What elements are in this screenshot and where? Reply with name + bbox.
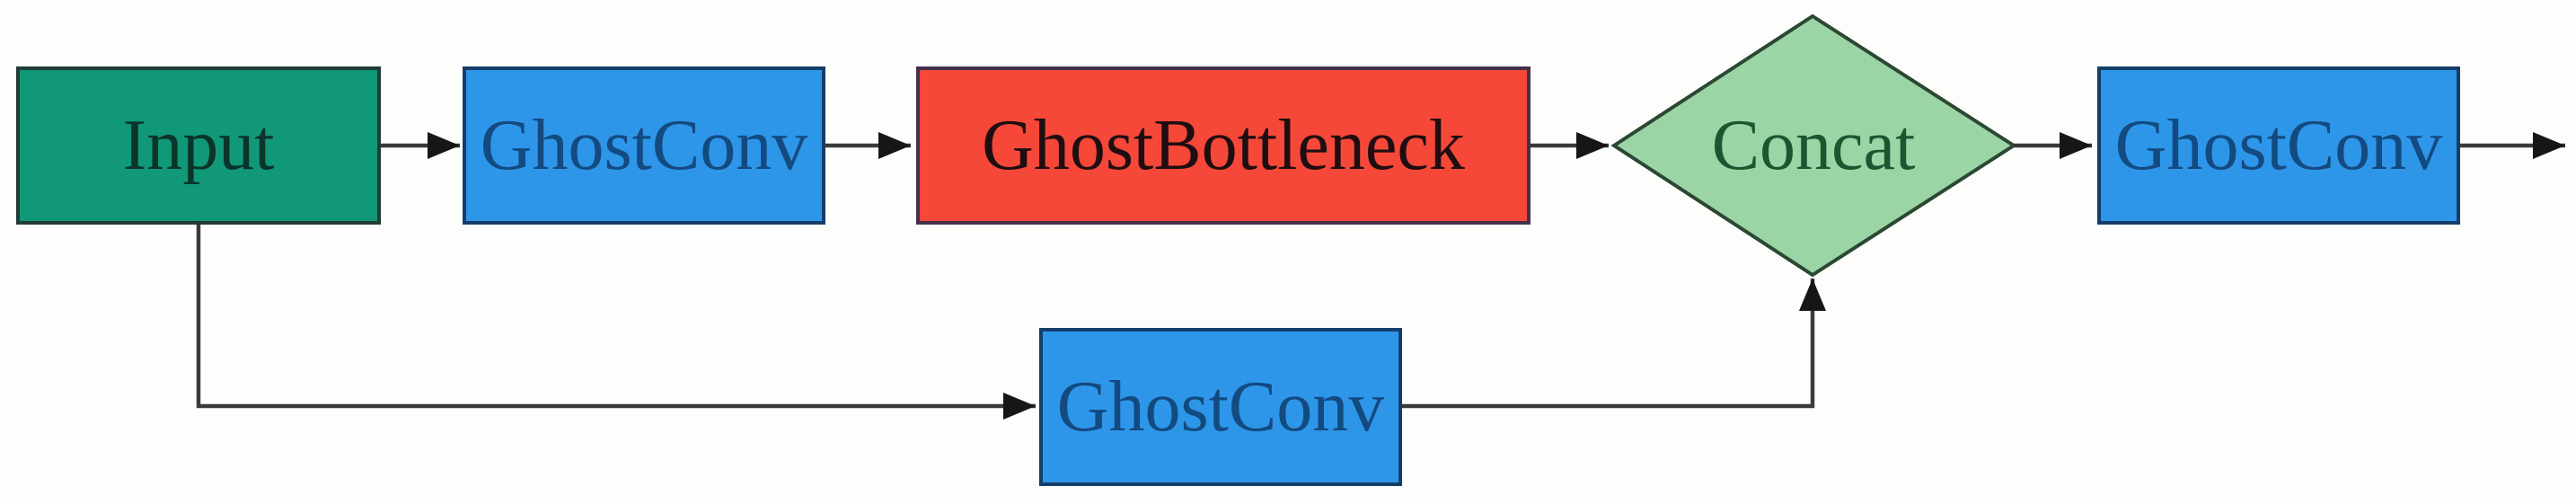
node-ghostconv-top-label: GhostConv xyxy=(480,106,808,185)
node-input-label: Input xyxy=(122,106,275,185)
node-ghostconv-bottom-label: GhostConv xyxy=(1056,367,1385,447)
edge-ghostconv-bottom-to-concat xyxy=(1401,279,1826,409)
node-ghostconv-top: GhostConv xyxy=(463,66,825,225)
node-ghostbottleneck: GhostBottleneck xyxy=(916,66,1531,225)
node-concat-label: Concat xyxy=(1711,106,1916,185)
node-ghostconv-bottom: GhostConv xyxy=(1039,328,1402,486)
edge-input-to-ghostconv-bottom xyxy=(196,225,1036,420)
node-ghostconv-out-label: GhostConv xyxy=(2114,106,2443,185)
node-ghostconv-out: GhostConv xyxy=(2097,66,2460,225)
node-input: Input xyxy=(16,66,381,225)
node-concat: Concat xyxy=(1616,65,2011,226)
node-ghostbottleneck-label: GhostBottleneck xyxy=(982,106,1465,185)
